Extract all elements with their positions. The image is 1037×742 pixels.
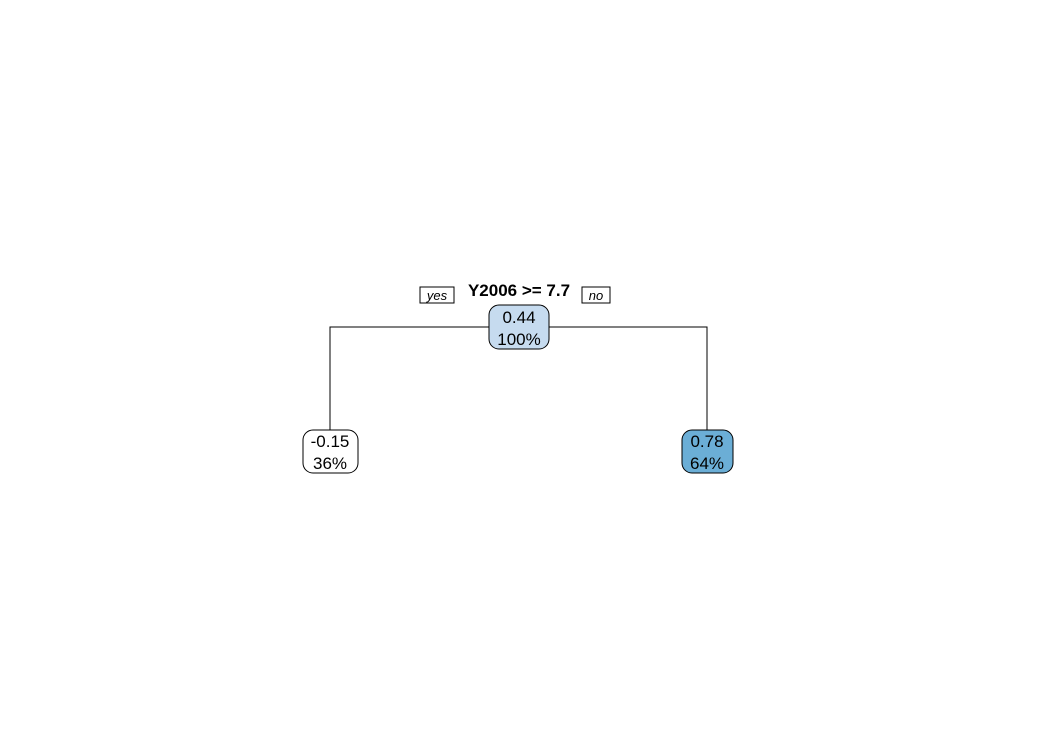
right-leaf-value: 0.78	[690, 432, 723, 451]
left-leaf-value: -0.15	[311, 432, 350, 451]
right-leaf-percent: 64%	[690, 454, 724, 473]
right-leaf-node: 0.78 64%	[681, 429, 734, 474]
yes-branch-label: yes	[419, 286, 455, 304]
split-condition-label: Y2006 >= 7.7	[468, 281, 570, 300]
left-leaf-percent: 36%	[313, 454, 347, 473]
no-label-text: no	[589, 288, 603, 303]
yes-label-text: yes	[426, 288, 448, 303]
branch-line-right	[549, 326, 708, 430]
branch-line-left	[329, 326, 489, 430]
root-node-value: 0.44	[502, 308, 535, 327]
root-node-percent: 100%	[497, 330, 540, 349]
left-leaf-node: -0.15 36%	[302, 429, 359, 474]
root-node: 0.44 100%	[488, 304, 550, 350]
no-branch-label: no	[581, 286, 611, 304]
